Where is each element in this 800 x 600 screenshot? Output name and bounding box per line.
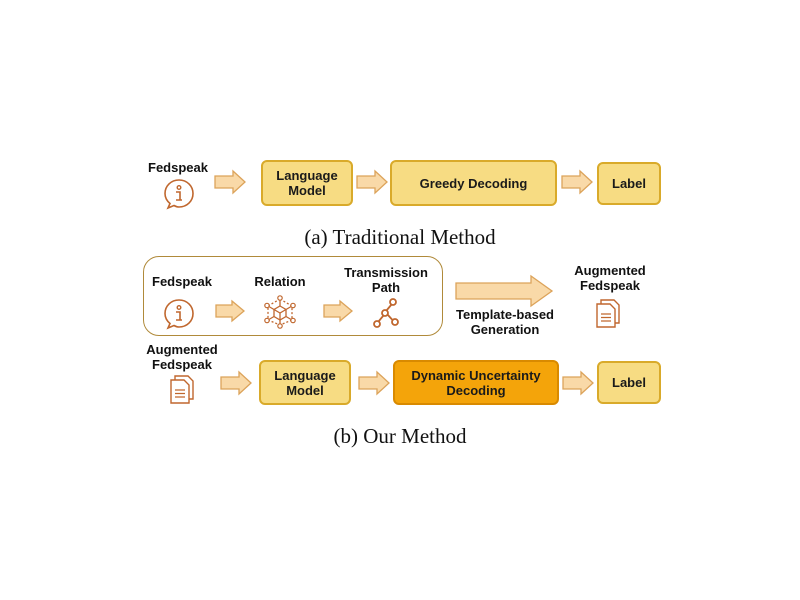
arrow-group-2: [323, 299, 354, 323]
documents-icon: [170, 375, 194, 404]
augmented-fedspeak-output-label: Augmented Fedspeak: [574, 263, 646, 293]
language-model-box-bottom: Language Model: [259, 360, 351, 405]
relation-label: Relation: [254, 274, 306, 289]
dynamic-uncertainty-decoding-box: Dynamic Uncertainty Decoding: [393, 360, 559, 405]
knowledge-group-frame: [143, 256, 443, 336]
fedspeak-label-top: Fedspeak: [148, 160, 208, 175]
template-generation-label: Template-based Generation: [455, 307, 554, 337]
caption-traditional: (a) Traditional Method: [304, 225, 496, 249]
path-nodes-icon: [373, 298, 399, 328]
documents-icon: [596, 299, 620, 328]
arrow-bottom-1: [220, 370, 252, 396]
fedspeak-label-group: Fedspeak: [152, 274, 212, 289]
label-box-top: Label: [597, 162, 661, 205]
language-model-box-top: Language Model: [261, 160, 353, 206]
arrow-template: [455, 274, 554, 308]
arrow-top-1: [214, 169, 246, 195]
cube-network-icon: [264, 295, 296, 329]
arrow-top-2: [356, 169, 388, 195]
transmission-path-label: Transmission Path: [344, 265, 428, 295]
caption-our-method: (b) Our Method: [333, 424, 467, 448]
arrow-top-3: [561, 169, 593, 195]
augmented-fedspeak-input-label: Augmented Fedspeak: [146, 342, 218, 372]
arrow-bottom-3: [562, 370, 594, 396]
greedy-decoding-box: Greedy Decoding: [390, 160, 557, 206]
arrow-bottom-2: [358, 370, 390, 396]
label-box-bottom: Label: [597, 361, 661, 404]
info-bubble-icon: [164, 179, 194, 210]
info-bubble-icon: [164, 299, 194, 330]
arrow-group-1: [215, 299, 246, 323]
